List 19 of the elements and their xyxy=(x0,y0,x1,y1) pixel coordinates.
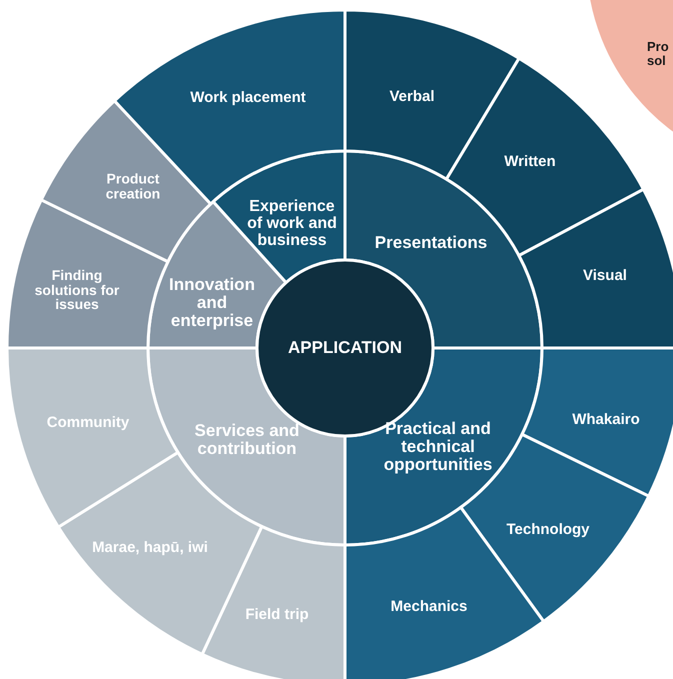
segment-label: Written xyxy=(485,154,575,170)
segment-label: Visual xyxy=(560,268,650,284)
segment-label: Verbal xyxy=(367,89,457,105)
segment-label: Presentations xyxy=(361,234,501,252)
segment-label: Whakairo xyxy=(561,412,651,428)
segment-label: Pro sol xyxy=(647,40,673,68)
segment-label: Technology xyxy=(498,522,598,538)
segment-label: Practical and technical opportunities xyxy=(368,420,508,474)
segment-label: Innovation and enterprise xyxy=(162,276,262,330)
segment-label: Mechanics xyxy=(379,599,479,615)
segment-label: Experience of work and business xyxy=(242,198,342,250)
segment-label: Community xyxy=(33,415,143,431)
segment-label: APPLICATION xyxy=(265,339,425,357)
segment-label: Work placement xyxy=(173,90,323,106)
segment-label: Services and contribution xyxy=(192,422,302,458)
segment-label: Marae, hapū, iwi xyxy=(80,540,220,556)
segment-label: Finding solutions for issues xyxy=(27,268,127,312)
segment-label: Product creation xyxy=(88,171,178,201)
segment-label: Field trip xyxy=(227,607,327,623)
